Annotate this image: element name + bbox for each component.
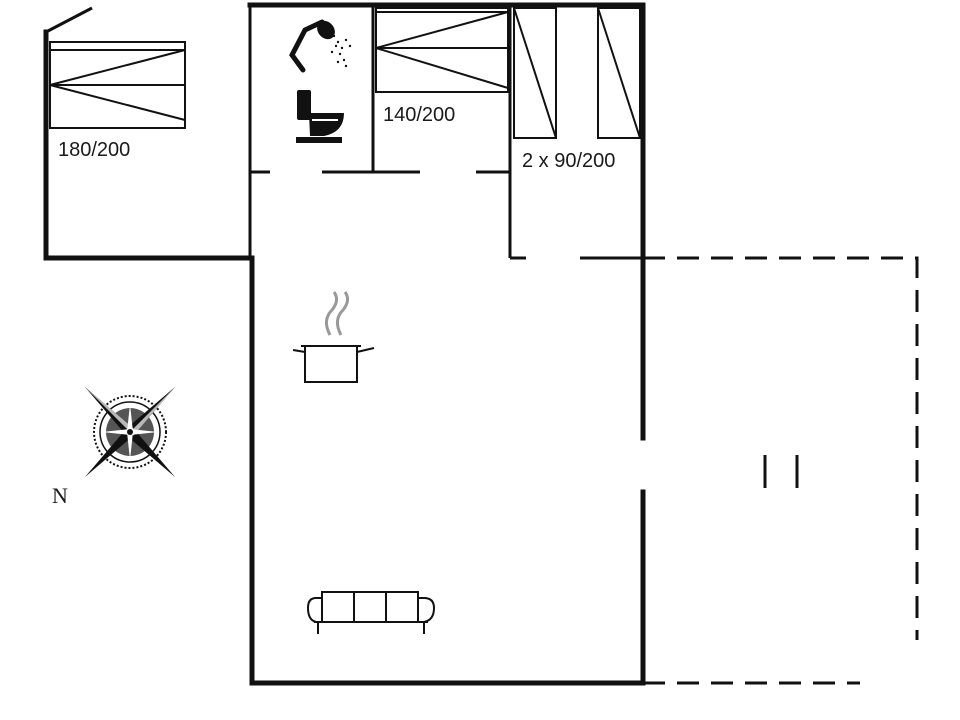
- exterior-walls: [43, 2, 646, 686]
- bed-double-large: [49, 41, 186, 129]
- toilet-icon: [296, 90, 344, 143]
- bed-main-label: 180/200: [58, 139, 130, 161]
- bed-twin-label: 2 x 90/200: [522, 150, 615, 172]
- bed-double-medium: [375, 7, 509, 93]
- shower-icon: [289, 19, 352, 73]
- bed-twin-right: [597, 7, 641, 139]
- bed-mid-label: 140/200: [383, 104, 455, 126]
- bed-twin-left: [513, 7, 557, 139]
- north-label: N: [52, 483, 68, 508]
- sofa-icon: [306, 591, 436, 634]
- terrace-outline: [643, 256, 919, 685]
- compass-rose-icon: [84, 386, 176, 478]
- interior-walls: [45, 5, 643, 260]
- cooking-pot-icon: [292, 291, 375, 383]
